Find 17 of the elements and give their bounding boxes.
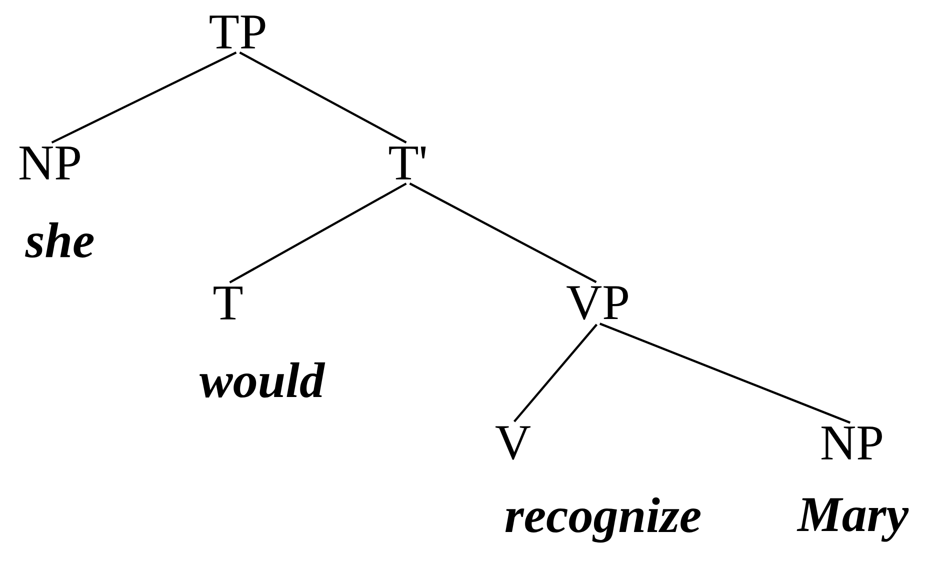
branch-line: [409, 182, 597, 284]
category-label: NP: [822, 426, 882, 460]
branch-line: [239, 52, 407, 144]
word-label: Mary: [796, 498, 909, 542]
word-label: she: [25, 222, 94, 258]
category-label: VP: [566, 286, 628, 320]
category-label: T: [214, 286, 242, 320]
word-label: would: [200, 362, 326, 398]
branch-line: [229, 182, 407, 284]
category-label: TP: [210, 16, 266, 48]
word-label: recognize: [505, 497, 700, 543]
category-label: V: [496, 426, 530, 460]
branch-line: [599, 322, 851, 424]
category-label: NP: [20, 146, 80, 180]
branch-line: [51, 51, 237, 144]
branch-line: [513, 324, 598, 422]
category-label: T': [389, 146, 426, 180]
